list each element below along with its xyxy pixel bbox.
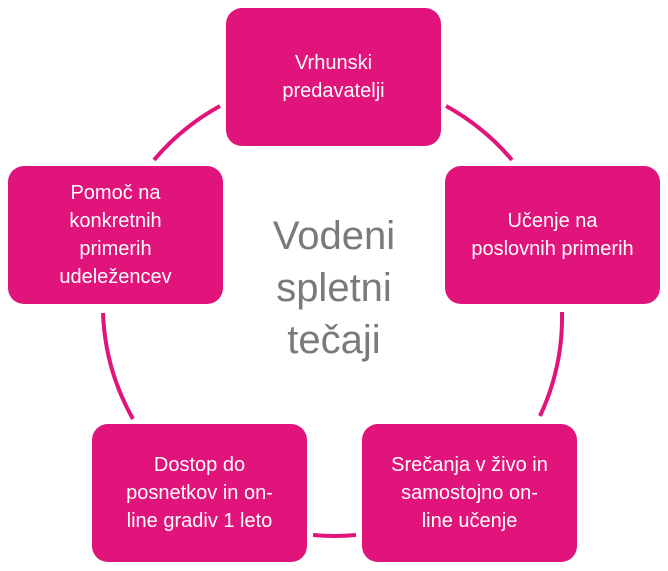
node-right: Učenje na poslovnih primerih: [445, 166, 660, 304]
node-label: Pomoč na konkretnih primerih udeležencev: [59, 182, 172, 288]
center-title: Vodeni spletni tečaji: [272, 214, 396, 362]
connector-arc-3: [312, 533, 357, 538]
node-bottom-left: Dostop do posnetkov in on- line gradiv 1…: [92, 424, 307, 562]
node-top: Vrhunski predavatelji: [226, 8, 441, 146]
node-label: Vrhunski predavatelji: [282, 52, 385, 102]
connector-arc-2: [538, 311, 565, 417]
node-label: Srečanja v živo in samostojno on- line u…: [391, 454, 548, 532]
node-bottom-right: Srečanja v živo in samostojno on- line u…: [362, 424, 577, 562]
connector-arc-5: [152, 104, 221, 162]
node-left: Pomoč na konkretnih primerih udeležencev: [8, 166, 223, 304]
connector-arc-1: [445, 104, 514, 162]
connector-arc-4: [101, 312, 135, 420]
node-label: Dostop do posnetkov in on- line gradiv 1…: [126, 454, 273, 532]
node-label: Učenje na poslovnih primerih: [471, 210, 634, 260]
